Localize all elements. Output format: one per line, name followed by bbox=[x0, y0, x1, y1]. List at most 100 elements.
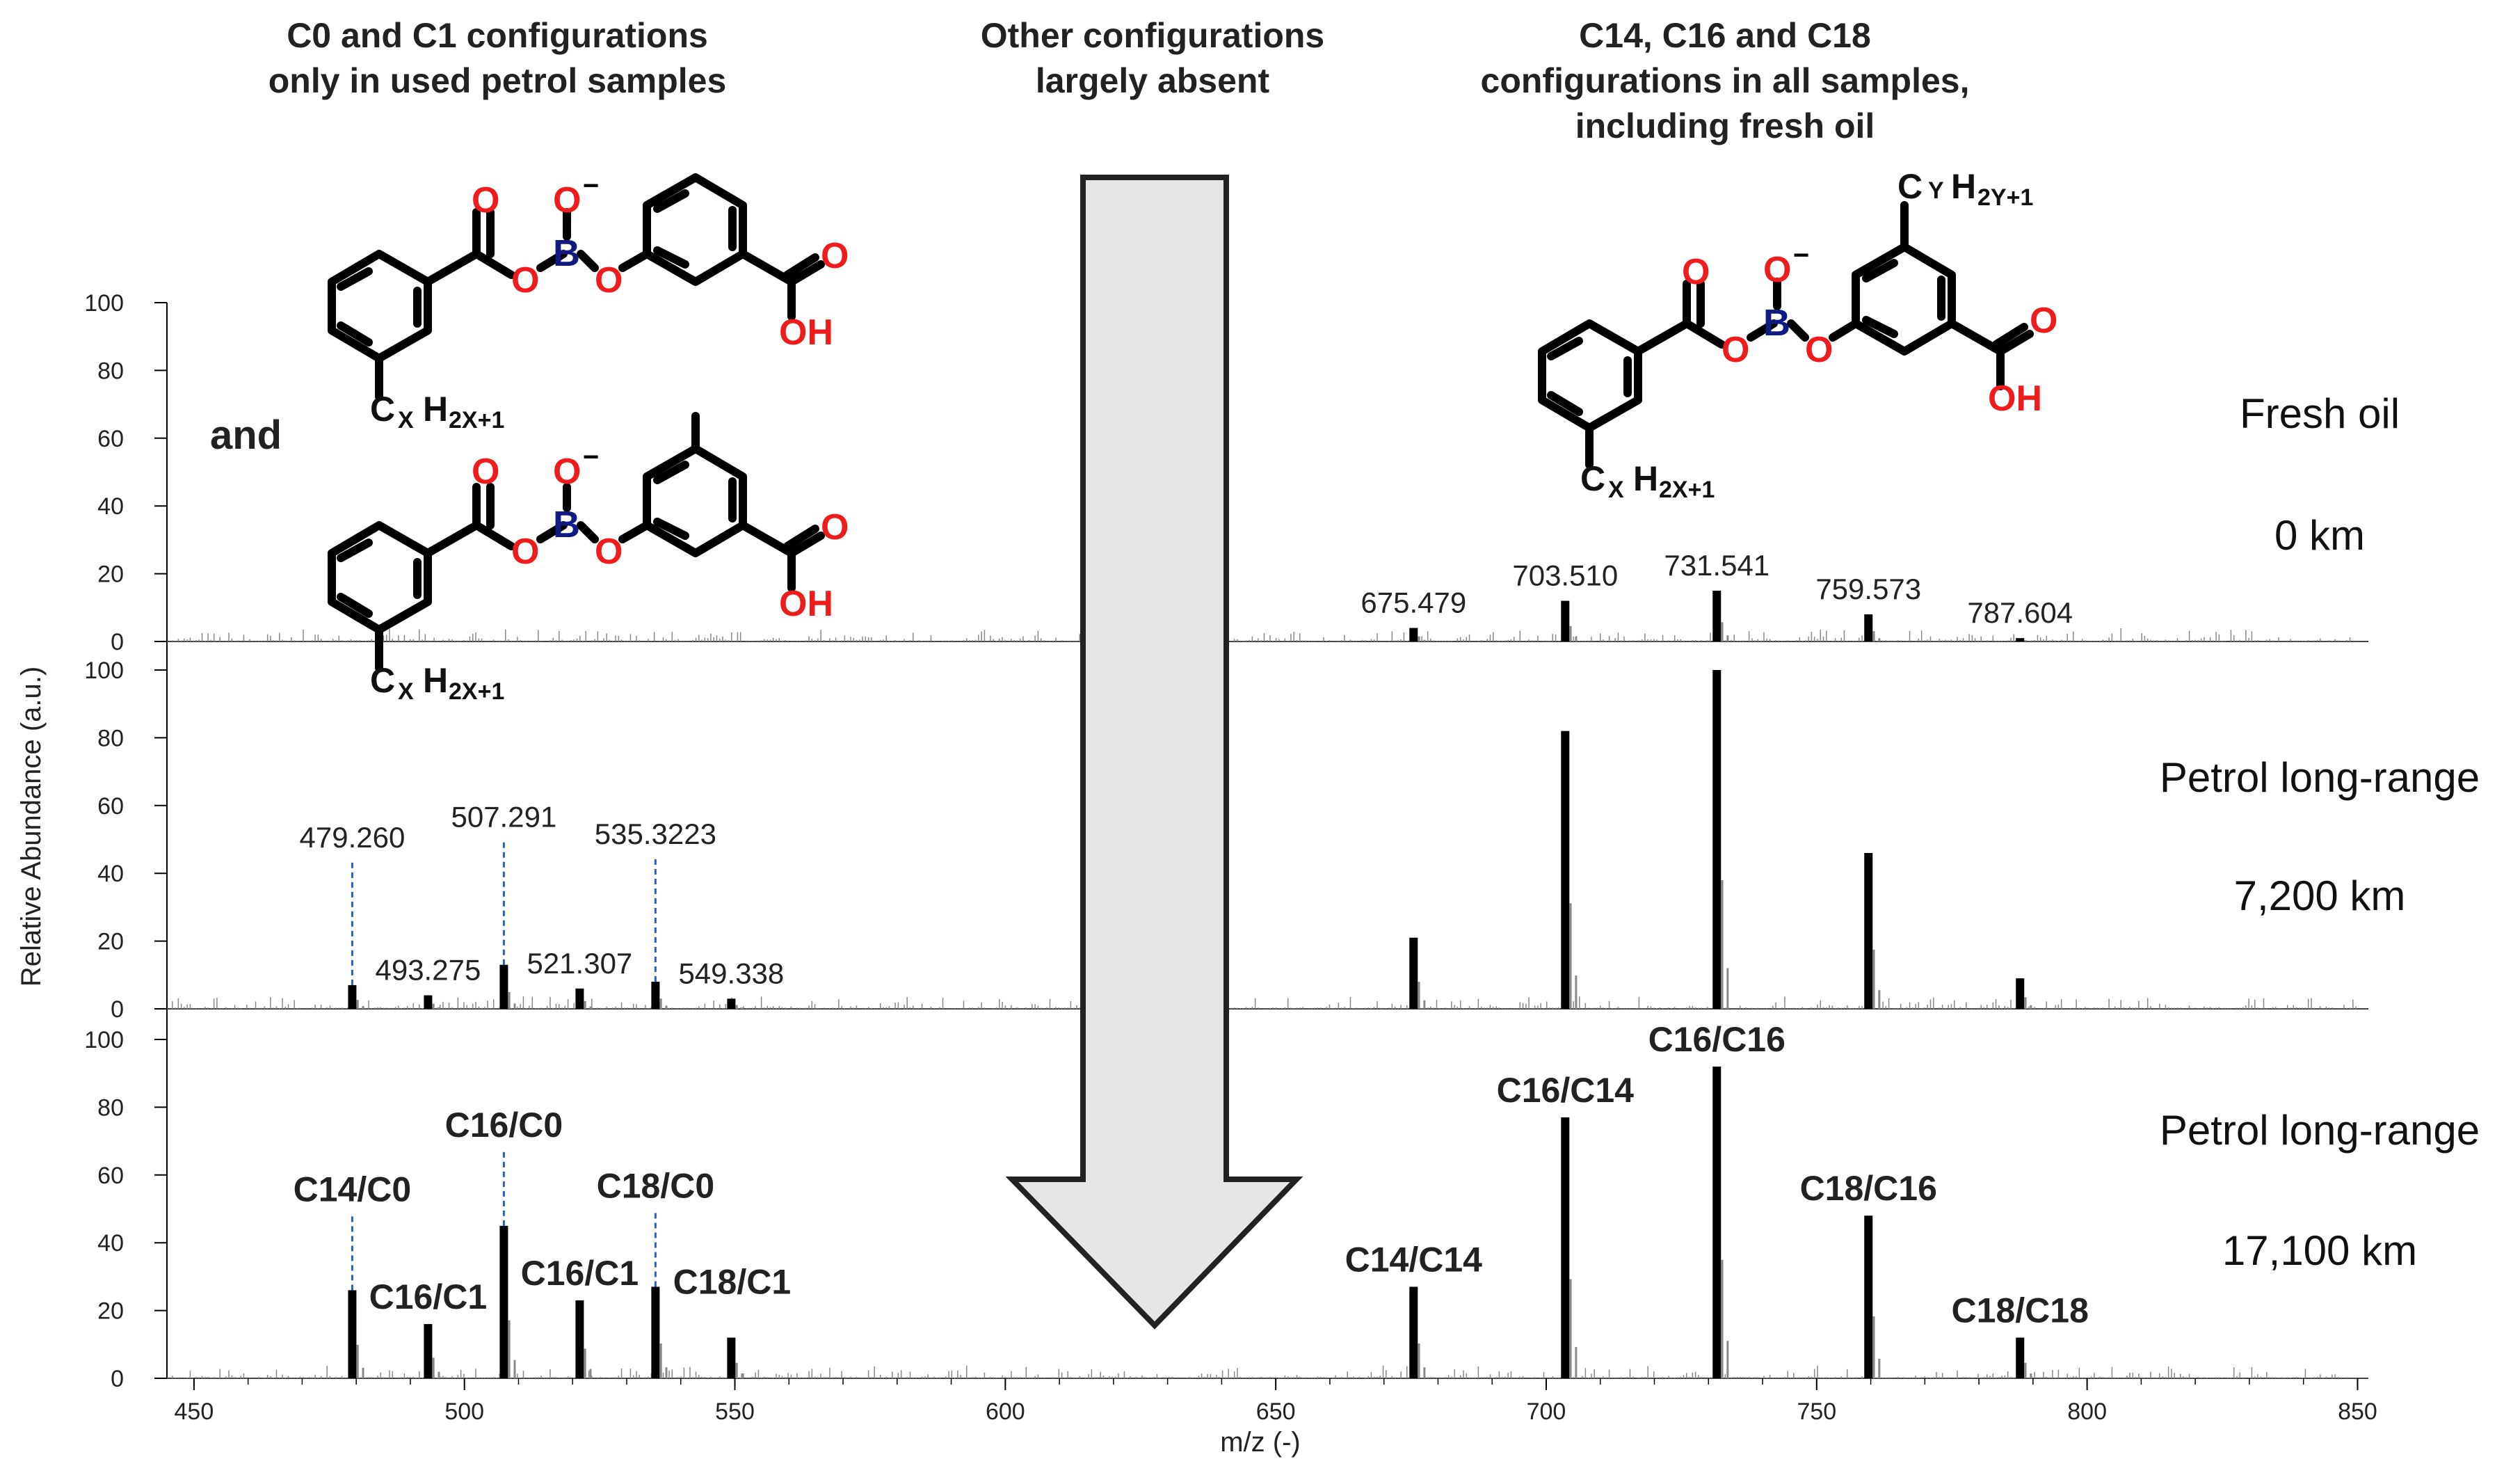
peak-bar bbox=[651, 1286, 660, 1378]
structure-c1-bottom bbox=[328, 412, 825, 672]
panel-3-distance-label: 17,100 km bbox=[2222, 1227, 2417, 1274]
peak-label: 479.260 bbox=[300, 821, 406, 854]
peak-bar bbox=[499, 964, 508, 1009]
peak-bar bbox=[651, 982, 660, 1009]
x-tick-label: 650 bbox=[1256, 1398, 1296, 1425]
header-left-line-1: C0 and C1 configurations bbox=[287, 16, 708, 55]
y-tick-label: 80 bbox=[97, 1094, 124, 1121]
x-tick-label: 600 bbox=[986, 1398, 1025, 1425]
peak-bar bbox=[348, 1290, 357, 1378]
peak-bar bbox=[1409, 1286, 1418, 1378]
peak-bar bbox=[348, 984, 357, 1009]
atom-hydroxyl: OH bbox=[1988, 378, 2042, 419]
cy-h-subscript: 2Y+1 bbox=[1977, 184, 2033, 211]
peak-label: 675.479 bbox=[1361, 587, 1466, 619]
y-tick-label: 40 bbox=[97, 861, 124, 887]
atom-oxygen: O bbox=[1722, 330, 1749, 370]
header-middle-line-1: Other configurations bbox=[981, 16, 1324, 55]
y-tick-label: 20 bbox=[97, 1298, 124, 1325]
anion-charge: − bbox=[1793, 240, 1809, 271]
peak-bar bbox=[1712, 670, 1722, 1009]
peak-bar bbox=[2016, 638, 2025, 641]
cy-h: H bbox=[1951, 167, 1976, 206]
cx-h: H bbox=[1633, 459, 1658, 498]
cy-label: C Y H 2Y+1 bbox=[1897, 167, 2033, 211]
structure-right bbox=[1538, 201, 2034, 469]
cx-h-subscript: 2X+1 bbox=[1659, 477, 1715, 503]
header-middle-line-2: largely absent bbox=[1036, 61, 1270, 100]
peak-label: C14/C14 bbox=[1345, 1241, 1483, 1279]
y-tick-label: 0 bbox=[111, 1366, 124, 1392]
cx-h: H bbox=[423, 661, 448, 700]
atom-oxygen: O bbox=[511, 260, 539, 301]
cy-subscript: Y bbox=[1928, 177, 1944, 204]
panel-2-distance-label: 7,200 km bbox=[2234, 872, 2406, 919]
peak-label: C18/C16 bbox=[1800, 1169, 1937, 1208]
peak-bar bbox=[1864, 614, 1873, 641]
peak-bar bbox=[575, 988, 584, 1009]
x-axis-label: m/z (-) bbox=[1220, 1427, 1301, 1458]
header-right: C14, C16 and C18 configurations in all s… bbox=[1481, 16, 1970, 145]
cx-h: H bbox=[423, 390, 448, 429]
cx-c: C bbox=[1580, 459, 1605, 498]
peak-bar bbox=[575, 1300, 584, 1378]
x-tick-label: 750 bbox=[1797, 1398, 1836, 1425]
y-tick-label: 0 bbox=[111, 996, 124, 1023]
structure-right-atoms: O O B O − O O OH C Y H 2Y+1 C X H 2X+1 bbox=[1580, 167, 2057, 503]
peak-label: C16/C1 bbox=[369, 1277, 488, 1316]
x-tick-label: 800 bbox=[2067, 1398, 2107, 1425]
atom-oxygen: O bbox=[595, 260, 623, 301]
panel-1-sample-label: Fresh oil bbox=[2240, 390, 2400, 437]
x-tick-label: 450 bbox=[175, 1398, 214, 1425]
y-tick-label: 100 bbox=[84, 657, 124, 684]
guide-lines bbox=[351, 839, 657, 1291]
structure-c1-bottom-atoms: O O B O − O O OH C X H 2X+1 bbox=[370, 442, 849, 705]
structure-c0-top bbox=[328, 173, 825, 401]
peak-label: C16/C16 bbox=[1648, 1020, 1785, 1059]
anion-charge: − bbox=[583, 442, 599, 472]
y-tick-label: 20 bbox=[97, 929, 124, 955]
header-middle: Other configurations largely absent bbox=[981, 16, 1324, 100]
peak-bar bbox=[727, 1337, 736, 1378]
atom-oxygen: O bbox=[821, 507, 849, 548]
atom-hydroxyl: OH bbox=[779, 312, 833, 353]
atom-oxygen-anion: O bbox=[553, 180, 581, 221]
atom-oxygen: O bbox=[595, 532, 623, 572]
peak-label: C18/C18 bbox=[1952, 1291, 2089, 1330]
y-axis-label: Relative Abundance (a.u.) bbox=[16, 667, 47, 987]
x-tick-label: 500 bbox=[444, 1398, 484, 1425]
cx-subscript: X bbox=[1608, 477, 1624, 503]
cy-c: C bbox=[1897, 167, 1923, 206]
cx-label-top: C X H 2X+1 bbox=[370, 390, 504, 433]
y-tick-label: 40 bbox=[97, 493, 124, 520]
y-tick-label: 60 bbox=[97, 1163, 124, 1189]
atom-oxygen: O bbox=[511, 532, 539, 572]
peak-label: C14/C0 bbox=[294, 1170, 412, 1209]
y-tick-label: 0 bbox=[111, 629, 124, 655]
peak-bar bbox=[2016, 978, 2025, 1009]
peak-label: C16/C0 bbox=[445, 1106, 563, 1145]
atom-oxygen: O bbox=[472, 180, 499, 221]
cx-subscript: X bbox=[398, 407, 414, 433]
peak-bar bbox=[1409, 628, 1418, 641]
y-tick-label: 80 bbox=[97, 725, 124, 751]
panel-3-sample-label: Petrol long-range bbox=[2160, 1107, 2480, 1154]
cx-label-bottom: C X H 2X+1 bbox=[370, 661, 504, 705]
atom-oxygen: O bbox=[472, 452, 499, 492]
atom-oxygen: O bbox=[2030, 301, 2057, 341]
peak-bar bbox=[727, 998, 736, 1009]
x-tick-label: 850 bbox=[2338, 1398, 2377, 1425]
peak-bar bbox=[1561, 731, 1570, 1009]
peak-label: 521.307 bbox=[527, 947, 632, 980]
peak-label: C18/C1 bbox=[673, 1263, 792, 1302]
header-left: C0 and C1 configurations only in used pe… bbox=[268, 16, 727, 100]
peak-bar bbox=[1864, 852, 1873, 1009]
peak-bar bbox=[1561, 1117, 1570, 1378]
cx-c: C bbox=[370, 661, 395, 700]
peak-bar bbox=[1864, 1215, 1873, 1378]
down-arrow-icon bbox=[1005, 175, 1303, 1330]
header-right-line-1: C14, C16 and C18 bbox=[1579, 16, 1871, 55]
peak-bar bbox=[499, 1225, 508, 1378]
